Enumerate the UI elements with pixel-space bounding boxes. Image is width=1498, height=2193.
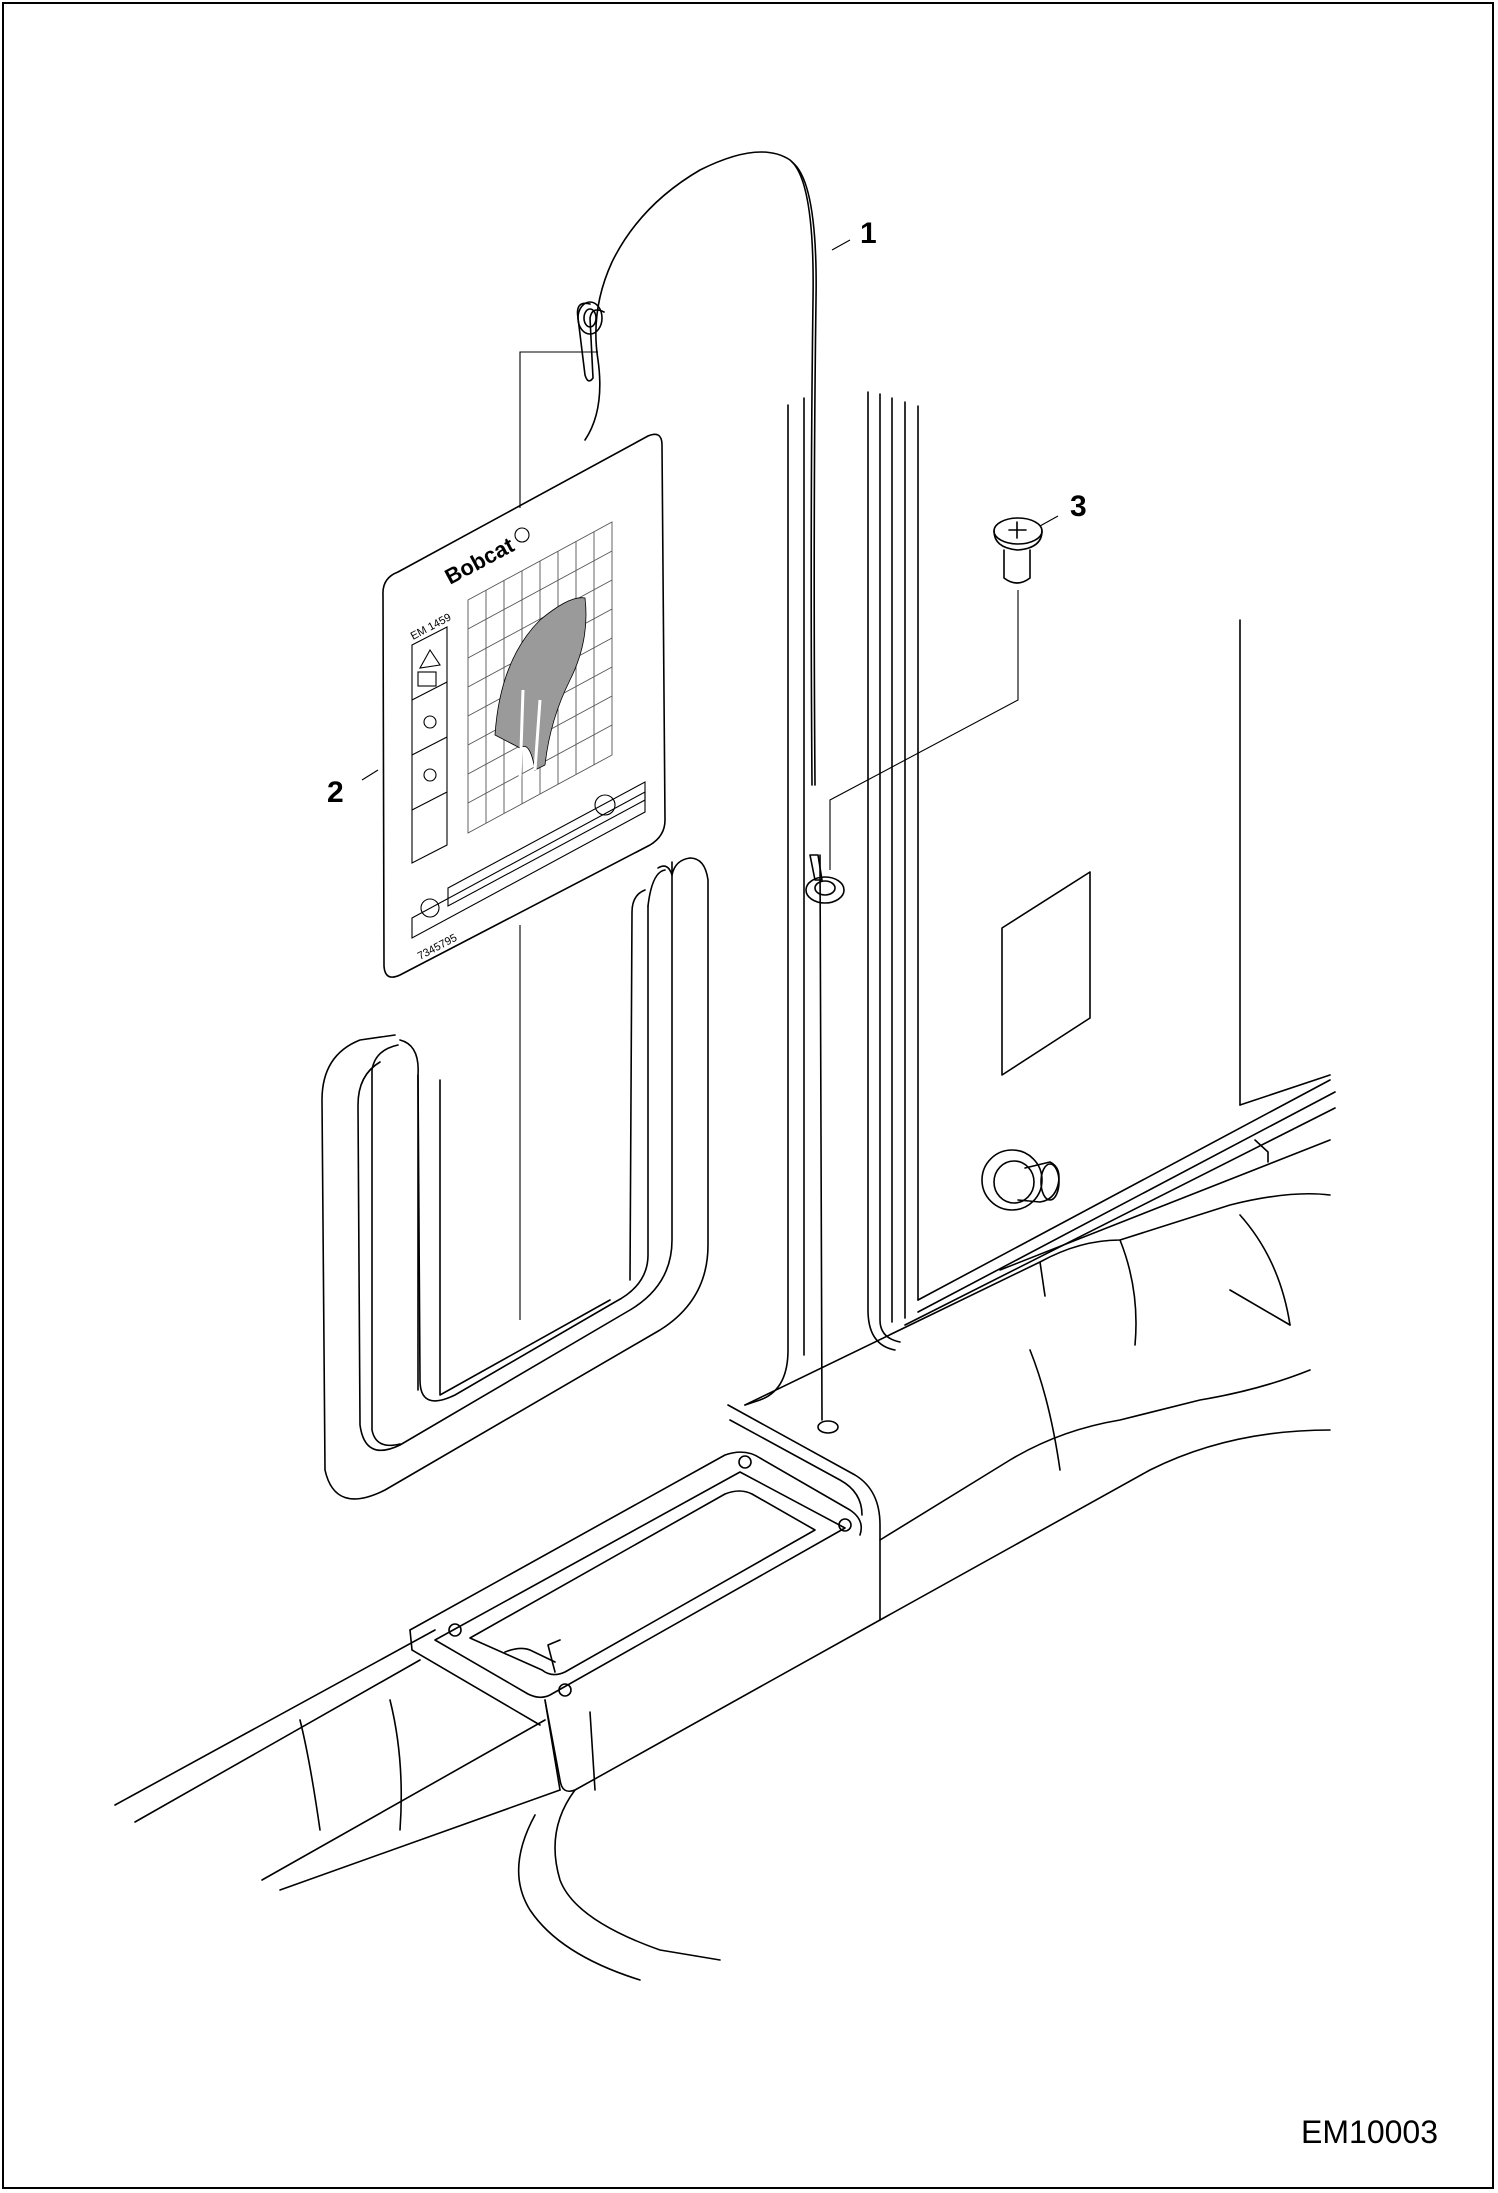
floor-hole: [817, 1420, 839, 1434]
screw-icon: [993, 517, 1043, 584]
callout-3: 3: [1039, 490, 1087, 527]
floor-step: [409, 1404, 881, 1793]
callout-2: 2: [327, 769, 379, 809]
leader-screw: [829, 590, 1019, 870]
callout-number: 1: [860, 217, 877, 250]
decal-logo-seal: [420, 898, 440, 918]
decal-icon-panel: [411, 626, 448, 864]
door-seal: [904, 1074, 1336, 1326]
operator-icon: [423, 715, 437, 729]
tether-cable: [584, 151, 823, 1421]
tether-eyelet: [805, 854, 845, 904]
load-zone: [494, 597, 587, 771]
door-window: [1001, 871, 1091, 1076]
manual-icon: [417, 671, 437, 687]
callout-1: 1: [831, 217, 877, 251]
cab-pillar: [744, 391, 1241, 1406]
decal-rating-seal: [594, 794, 616, 816]
decal-brand: Bobcat: [441, 532, 519, 589]
machine-icon: [423, 768, 437, 782]
figure-id: EM10003: [1301, 2114, 1438, 2150]
callout-number: 3: [1070, 490, 1087, 523]
callout-number: 2: [327, 776, 344, 809]
floor-sill: [114, 1139, 1331, 1981]
pin-icon: [576, 301, 605, 382]
grab-handle: [321, 857, 709, 1500]
load-chart-decal: Bobcat EM 1459 7345795: [382, 433, 666, 978]
door-latch: [981, 1149, 1060, 1211]
leader-pin: [519, 351, 598, 508]
warning-icon: [418, 648, 441, 669]
